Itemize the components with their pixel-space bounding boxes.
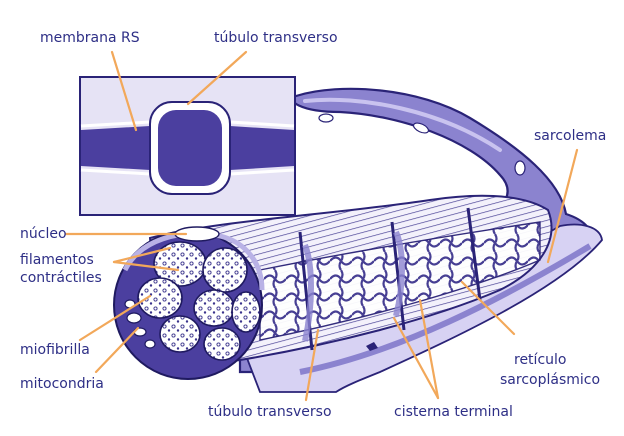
label-contractiles: contráctiles — [20, 270, 102, 286]
label-tubulo-transverso-bottom: túbulo transverso — [208, 404, 332, 420]
label-sarcolema: sarcolema — [534, 128, 606, 144]
label-cisterna-terminal: cisterna terminal — [394, 404, 513, 420]
label-tubulo-transverso-top: túbulo transverso — [214, 30, 338, 46]
label-membrana-rs: membrana RS — [40, 30, 140, 46]
label-miofibrilla: miofibrilla — [20, 342, 90, 358]
inset-detail — [80, 77, 295, 215]
label-sarcoplasmico: sarcoplásmico — [500, 372, 600, 388]
label-mitocondria: mitocondria — [20, 376, 104, 392]
label-reticulo: retículo — [514, 352, 566, 368]
label-nucleo: núcleo — [20, 226, 67, 242]
label-filamentos: filamentos — [20, 252, 94, 268]
